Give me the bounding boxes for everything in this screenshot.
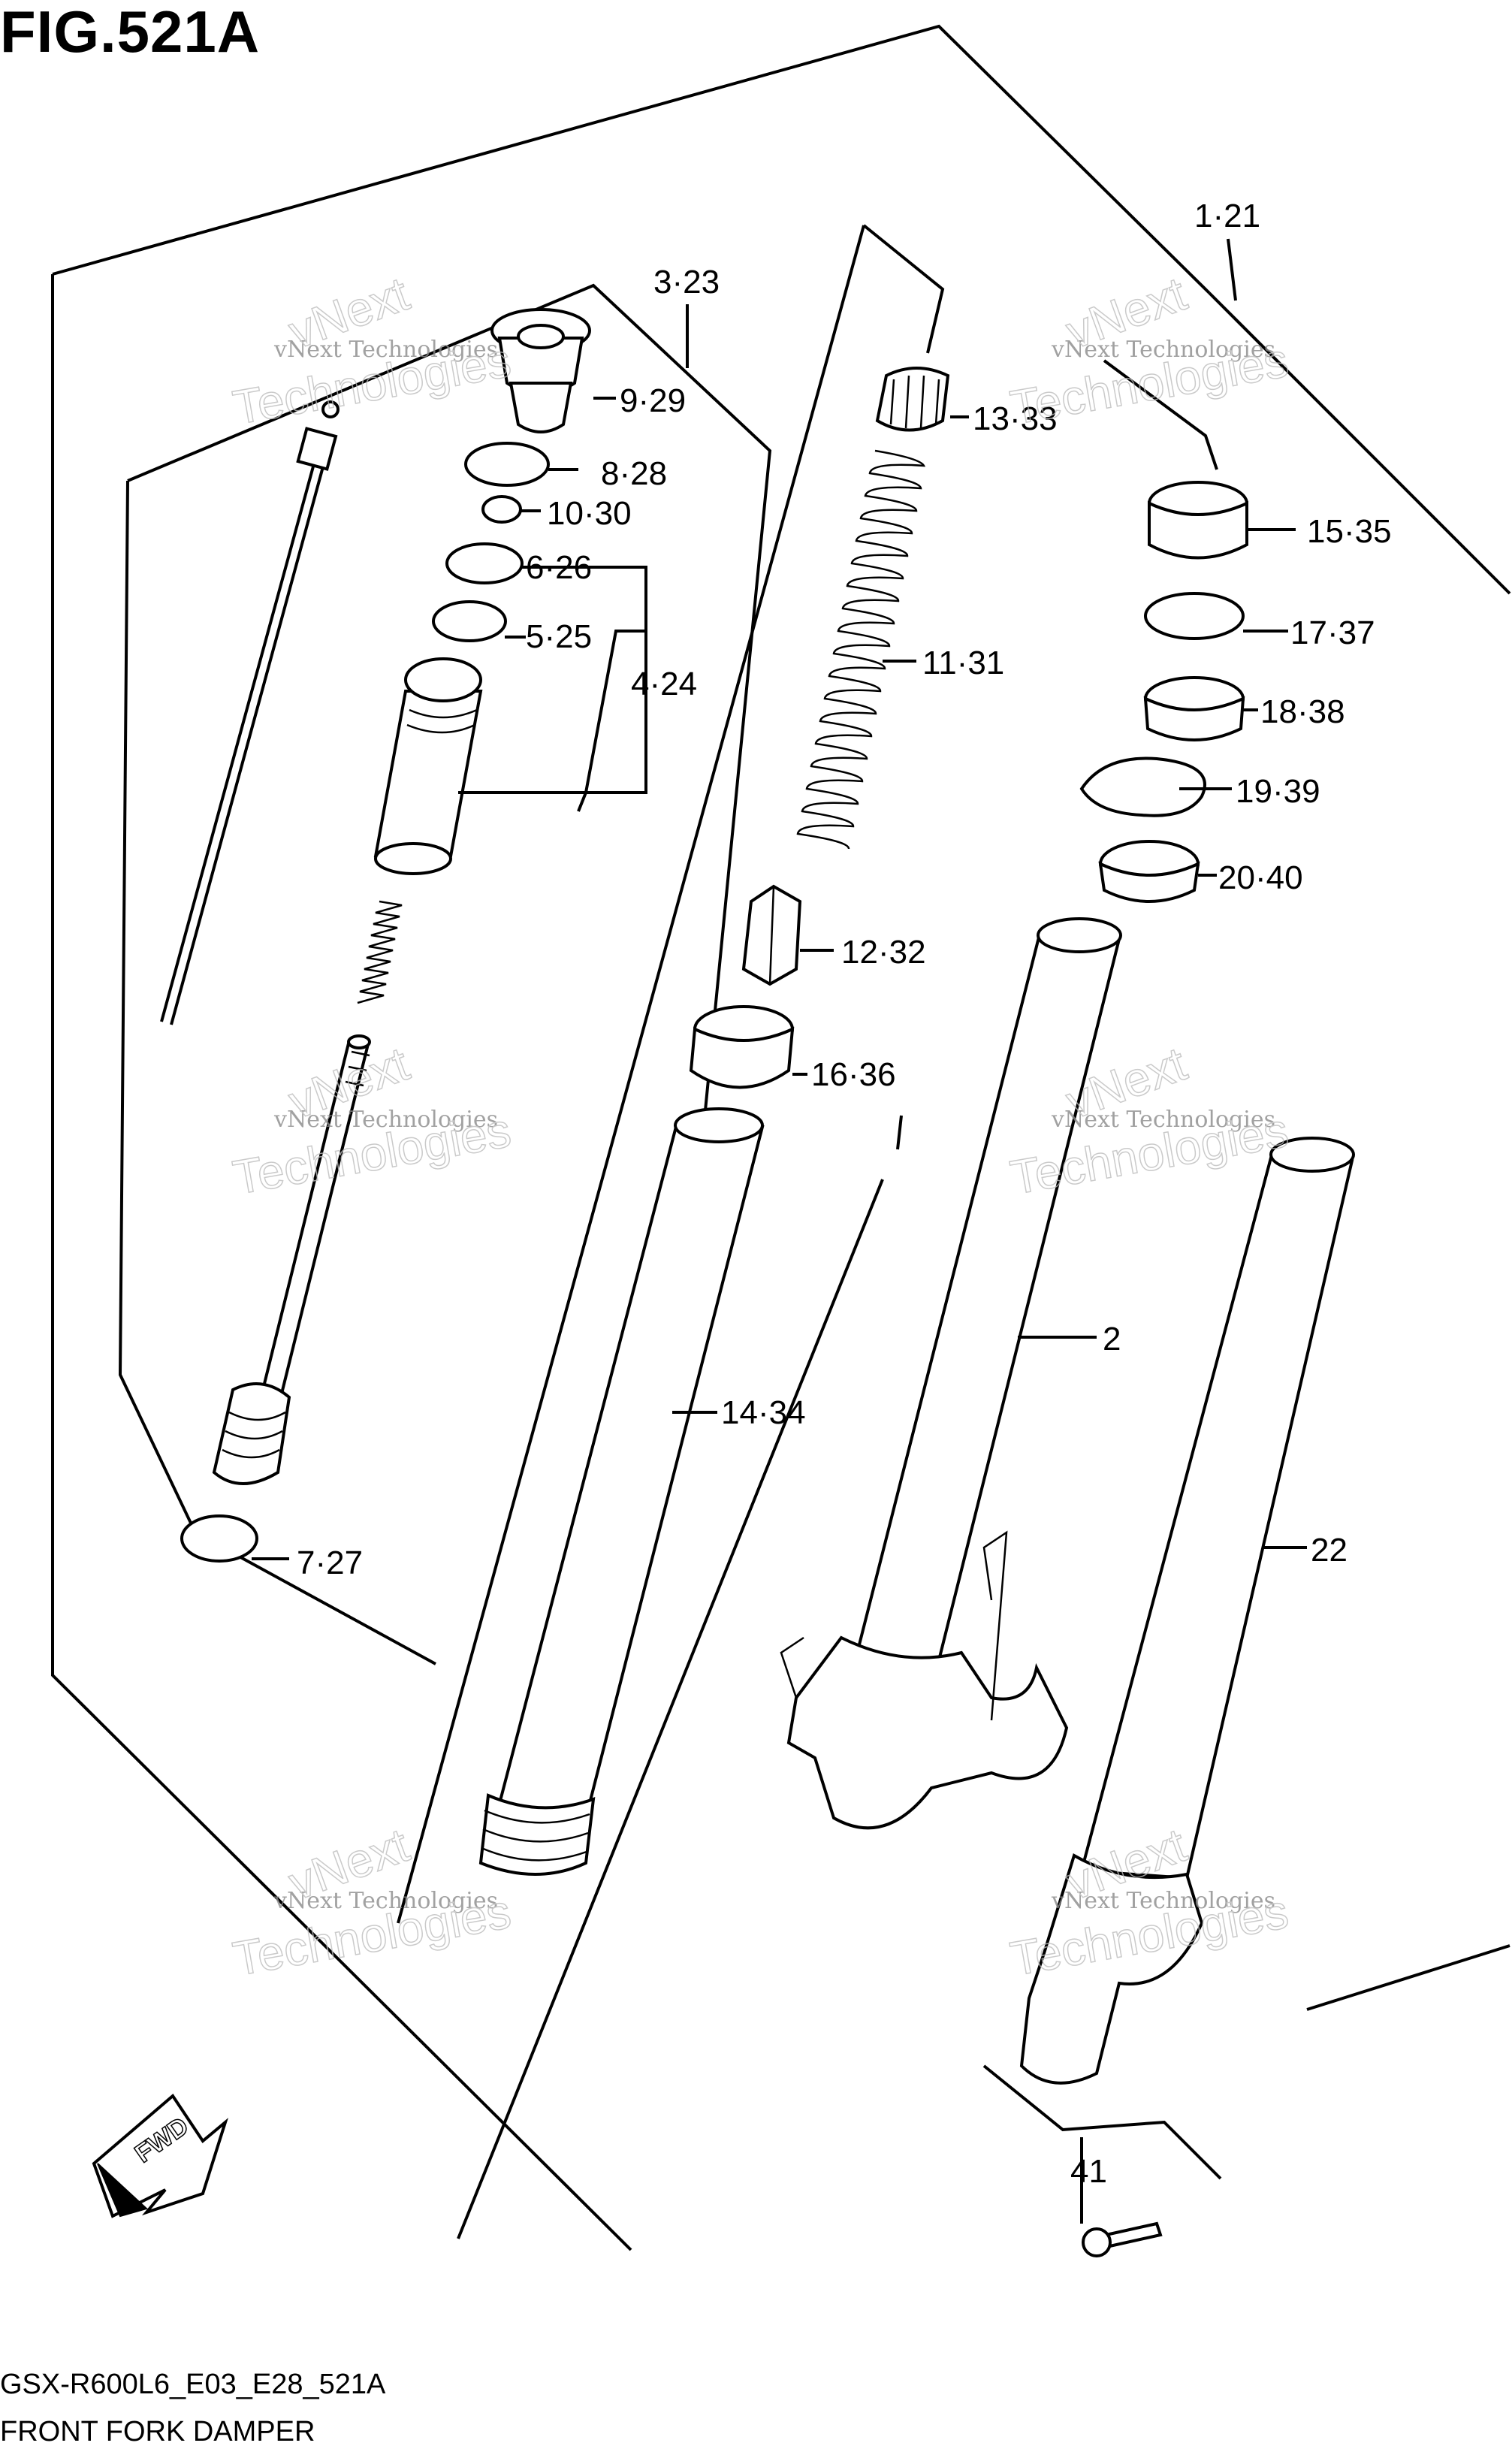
watermark-text: vNext Technologies [1051,337,1275,363]
callout-41: 41 [1070,2153,1107,2190]
callout-15-35: 15·35 [1307,513,1392,550]
inner-panel-outline [397,224,1218,2239]
figure-title: FIG.521A [0,0,261,65]
watermark-text: vNext Technologies [1051,1107,1275,1133]
circlip-part [1079,756,1206,817]
axle-bolt-part [982,2064,1222,2257]
callout-2: 2 [1103,1321,1121,1357]
callout-22: 22 [1311,1532,1348,1569]
watermarks: vNext Technologies vNext Technologies vN… [228,266,1293,1987]
callout-labels: 1·21 3·23 9·29 8·28 10·30 6·26 5·25 4·24… [297,198,1392,2190]
callout-19-39: 19·39 [1236,773,1320,810]
cartridge-cylinder-part [373,657,483,875]
callout-9-29: 9·29 [620,382,686,419]
callout-10-30: 10·30 [547,495,632,532]
model-code: GSX-R600L6_E03_E28_521A [0,2369,386,2400]
callout-1-21: 1·21 [1194,198,1260,234]
callout-8-28: 8·28 [601,455,667,492]
outer-tube-part [478,1107,765,1876]
nut-part [481,495,522,524]
figure-description: FRONT FORK DAMPER [0,2416,315,2447]
callout-5-25: 5·25 [526,618,592,655]
piston-rod-part [212,1034,371,1485]
o-ring-part [464,442,550,487]
callout-17-37: 17·37 [1290,614,1375,651]
spacer-nut-part [741,884,802,986]
assembly-outline [51,24,1511,2251]
fwd-direction-arrow[interactable]: FWD [92,2094,228,2218]
seal-ring-part [180,1514,258,1563]
callout-14-34: 14·34 [721,1394,806,1431]
top-adjuster-part [875,367,950,432]
bushing-stack-parts [1079,481,1248,903]
callout-4-24: 4·24 [631,666,697,702]
callout-20-40: 20·40 [1218,859,1303,896]
watermark-text: vNext Technologies [273,1107,498,1133]
callout-12-32: 12·32 [841,934,926,971]
inner-tube-right-part [1019,1137,1355,2085]
callout-18-38: 18·38 [1260,693,1345,730]
callout-3-23: 3·23 [653,264,720,300]
callout-11-31: 11·31 [922,645,1004,681]
callout-16-36: 16·36 [811,1056,896,1093]
cap-bolt-part [490,308,591,433]
watermark-text: vNext Technologies [273,1888,498,1914]
callout-13-33: 13·33 [973,400,1058,437]
watermark-text: vNext Technologies [273,337,498,363]
spring-washer-part [1144,592,1245,640]
damper-rod [160,400,340,1025]
small-spring-part [357,900,403,1004]
callout-7-27: 7·27 [297,1545,363,1581]
ring-part [445,542,524,584]
washer-part [432,600,507,642]
inner-tube-left-part [780,917,1122,1830]
watermark-text: vNext Technologies [1051,1888,1275,1914]
callout-6-26: 6·26 [526,549,592,586]
main-spring-part [796,449,926,850]
leader-lines [252,238,1307,1560]
bushing-part [689,1005,795,1089]
